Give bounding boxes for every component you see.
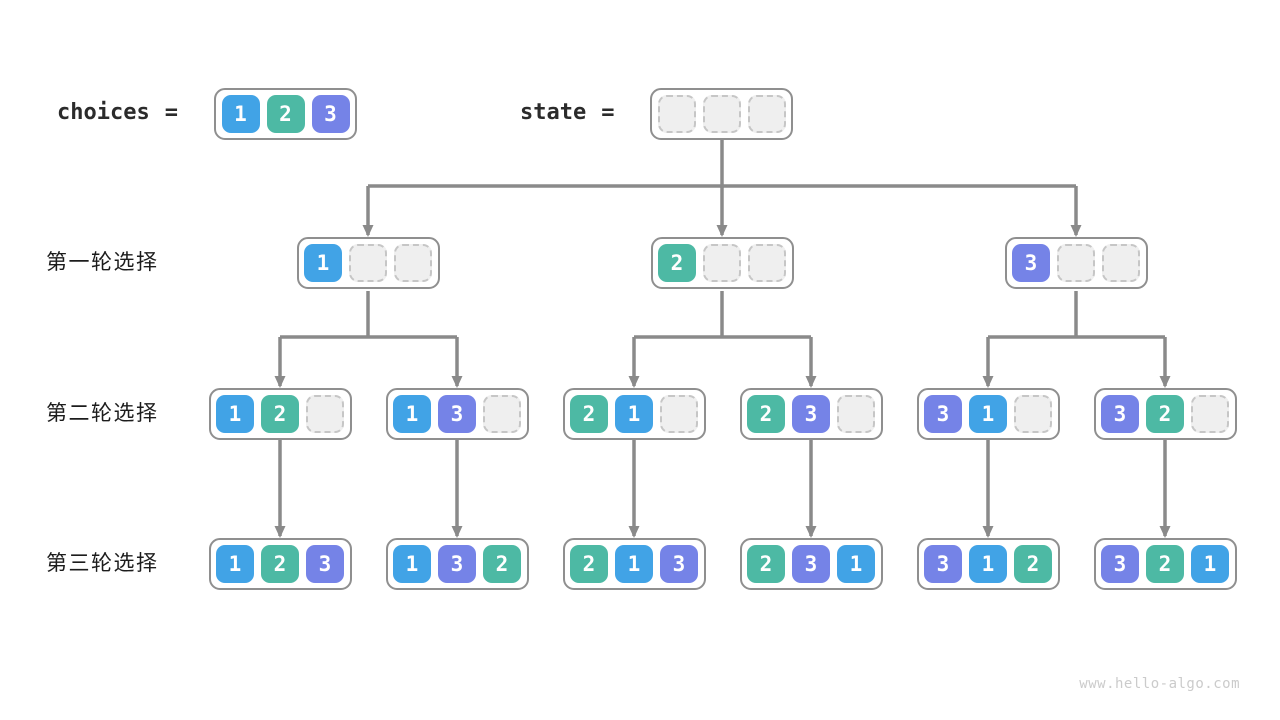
row-label-round-2: 第二轮选择 <box>46 402 159 425</box>
cell-2: 2 <box>1014 545 1052 583</box>
cell-3: 3 <box>924 545 962 583</box>
empty-cell <box>747 95 786 133</box>
cell-1: 1 <box>615 545 653 583</box>
empty-cell <box>1102 244 1140 282</box>
cell-3: 3 <box>306 545 344 583</box>
cell-2: 2 <box>747 395 785 433</box>
empty-cell <box>837 395 875 433</box>
empty-cell <box>748 244 786 282</box>
empty-cell <box>1014 395 1052 433</box>
cell-2: 2 <box>266 95 305 133</box>
empty-cell <box>1191 395 1229 433</box>
cell-3: 3 <box>1101 395 1139 433</box>
cell-2: 2 <box>570 545 608 583</box>
state-node: 3 <box>1004 237 1148 289</box>
cell-2: 2 <box>1146 395 1184 433</box>
watermark: www.hello-algo.com <box>1079 676 1240 692</box>
cell-3: 3 <box>438 545 476 583</box>
empty-cell <box>703 244 741 282</box>
cell-1: 1 <box>304 244 342 282</box>
cell-1: 1 <box>393 395 431 433</box>
cell-3: 3 <box>660 545 698 583</box>
cell-1: 1 <box>216 395 254 433</box>
cell-2: 2 <box>570 395 608 433</box>
cell-2: 2 <box>1146 545 1184 583</box>
cell-3: 3 <box>792 395 830 433</box>
empty-cell <box>306 395 344 433</box>
cell-2: 2 <box>261 395 299 433</box>
state-array <box>650 88 793 140</box>
empty-cell <box>657 95 696 133</box>
cell-3: 3 <box>311 95 350 133</box>
cell-1: 1 <box>969 395 1007 433</box>
cell-3: 3 <box>1101 545 1139 583</box>
choices-legend: choices = <box>57 100 178 125</box>
cell-1: 1 <box>615 395 653 433</box>
cell-1: 1 <box>393 545 431 583</box>
empty-cell <box>1057 244 1095 282</box>
equals-sign: = <box>164 100 178 125</box>
state-label: state <box>520 100 587 125</box>
empty-cell <box>394 244 432 282</box>
cell-1: 1 <box>837 545 875 583</box>
state-node: 2 <box>650 237 794 289</box>
cell-2: 2 <box>261 545 299 583</box>
empty-cell <box>702 95 741 133</box>
choices-label: choices <box>57 100 150 125</box>
cell-1: 1 <box>1191 545 1229 583</box>
cell-3: 3 <box>438 395 476 433</box>
row-label-round-1: 第一轮选择 <box>46 251 159 274</box>
cell-1: 1 <box>221 95 260 133</box>
row-label-round-3: 第三轮选择 <box>46 552 159 575</box>
cell-2: 2 <box>483 545 521 583</box>
empty-cell <box>660 395 698 433</box>
cell-2: 2 <box>658 244 696 282</box>
cell-3: 3 <box>1012 244 1050 282</box>
empty-cell <box>349 244 387 282</box>
cell-3: 3 <box>792 545 830 583</box>
cell-3: 3 <box>924 395 962 433</box>
cell-1: 1 <box>969 545 1007 583</box>
equals-sign: = <box>601 100 615 125</box>
state-legend: state = <box>520 100 614 125</box>
empty-cell <box>483 395 521 433</box>
cell-2: 2 <box>747 545 785 583</box>
state-node: 1 <box>296 237 440 289</box>
cell-1: 1 <box>216 545 254 583</box>
